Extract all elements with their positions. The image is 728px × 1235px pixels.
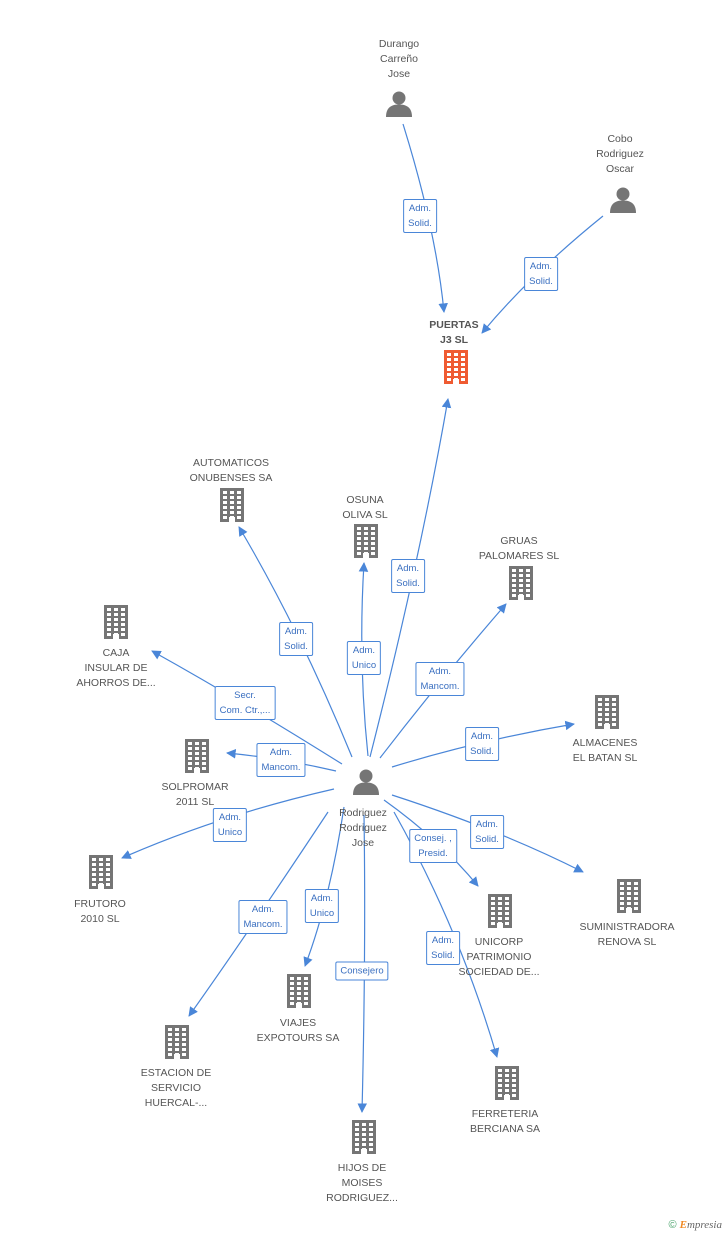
person-icon-rodriguez[interactable] (352, 767, 380, 800)
node-label-puertas[interactable]: PUERTAS J3 SL (429, 319, 479, 346)
node-label-durango[interactable]: Durango Carreño Jose (378, 38, 420, 80)
node-label-solpromar[interactable]: SOLPROMAR 2011 SL (161, 781, 229, 808)
relation-label: Consej. , Presid. (409, 829, 457, 863)
building-icon-viajes[interactable] (284, 974, 314, 1013)
building-icon-solpromar[interactable] (182, 739, 212, 778)
relation-label: Adm. Solid. (403, 199, 437, 233)
relation-label: Consejero (335, 961, 389, 981)
relation-label: Adm. Solid. (465, 727, 499, 761)
node-label-ferreteria[interactable]: FERRETERIA BERCIANA SA (469, 1108, 541, 1135)
relation-label: Secr. Com. Ctr.,... (214, 686, 276, 720)
node-label-almacenes[interactable]: ALMACENES EL BATAN SL (572, 737, 638, 764)
relation-label: Adm. Mancom. (256, 743, 306, 777)
relation-label: Adm. Solid. (426, 931, 460, 965)
brand-logo-initial: E (679, 1219, 687, 1231)
person-icon-cobo[interactable] (609, 185, 637, 218)
edge-rodriguez-hijos (357, 814, 368, 1113)
building-icon-suministradora[interactable] (614, 879, 644, 918)
node-label-estacion[interactable]: ESTACION DE SERVICIO HUERCAL-... (140, 1067, 212, 1109)
relation-label: Adm. Solid. (524, 257, 558, 291)
building-icon-caja[interactable] (101, 605, 131, 644)
relation-label: Adm. Unico (212, 808, 248, 842)
building-icon-osuna[interactable] (351, 524, 381, 563)
building-icon-gruas[interactable] (506, 566, 536, 605)
relation-label: Adm. Unico (346, 641, 382, 675)
relation-label: Adm. Unico (304, 889, 340, 923)
node-label-osuna[interactable]: OSUNA OLIVA SL (342, 494, 388, 521)
node-label-caja[interactable]: CAJA INSULAR DE AHORROS DE... (76, 647, 156, 689)
relation-label: Adm. Solid. (391, 559, 425, 593)
relation-label: Adm. Mancom. (415, 662, 465, 696)
node-label-hijos[interactable]: HIJOS DE MOISES RODRIGUEZ... (326, 1162, 398, 1204)
node-label-frutoro[interactable]: FRUTORO 2010 SL (74, 898, 126, 925)
building-icon-puertas[interactable] (441, 350, 471, 389)
building-icon-unicorp[interactable] (485, 894, 515, 933)
building-icon-estacion[interactable] (162, 1025, 192, 1064)
node-label-suministradora[interactable]: SUMINISTRADORA RENOVA SL (579, 921, 675, 948)
node-label-gruas[interactable]: GRUAS PALOMARES SL (478, 535, 560, 562)
building-icon-automaticos[interactable] (217, 488, 247, 527)
building-icon-almacenes[interactable] (592, 695, 622, 734)
node-label-rodriguez[interactable]: Rodriguez Rodriguez Jose (339, 807, 387, 849)
relation-label: Adm. Solid. (279, 622, 313, 656)
node-label-viajes[interactable]: VIAJES EXPOTOURS SA (256, 1017, 340, 1044)
person-icon-durango[interactable] (385, 89, 413, 122)
brand-logo-text: mpresia (686, 1219, 722, 1231)
building-icon-ferreteria[interactable] (492, 1066, 522, 1105)
brand-footer[interactable]: ©Empresia (669, 1219, 723, 1231)
relation-label: Adm. Solid. (470, 815, 504, 849)
node-label-unicorp[interactable]: UNICORP PATRIMONIO SOCIEDAD DE... (458, 936, 540, 978)
copyright-icon: © (668, 1219, 677, 1231)
relation-label: Adm. Mancom. (238, 900, 288, 934)
building-icon-frutoro[interactable] (86, 855, 116, 894)
node-label-cobo[interactable]: Cobo Rodriguez Oscar (596, 133, 644, 175)
building-icon-hijos[interactable] (349, 1120, 379, 1159)
node-label-automaticos[interactable]: AUTOMATICOS ONUBENSES SA (189, 457, 273, 484)
